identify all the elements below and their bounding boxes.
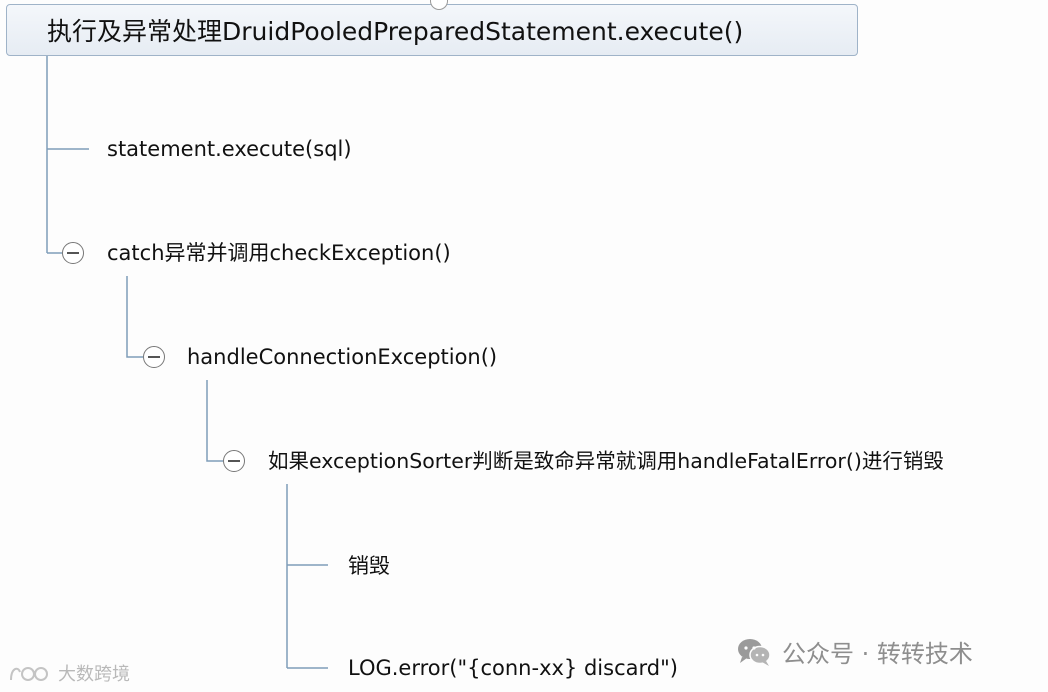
node-fatal-error-check[interactable]: 如果exceptionSorter判断是致命异常就调用handleFatalEr… bbox=[268, 448, 944, 474]
collapse-minus-icon[interactable] bbox=[223, 450, 245, 472]
root-node[interactable]: 执行及异常处理DruidPooledPreparedStatement.exec… bbox=[6, 0, 858, 56]
collapse-minus-icon[interactable] bbox=[143, 346, 165, 368]
node-label: statement.execute(sql) bbox=[107, 137, 352, 161]
node-log-error[interactable]: LOG.error("{conn-xx} discard") bbox=[348, 655, 678, 681]
logo-mark bbox=[10, 667, 48, 681]
node-catch-exception[interactable]: catch异常并调用checkException() bbox=[107, 240, 451, 266]
connector-catch-trunk bbox=[126, 276, 143, 358]
connector-handle-trunk bbox=[206, 380, 223, 462]
root-label: 执行及异常处理DruidPooledPreparedStatement.exec… bbox=[47, 17, 744, 46]
collapse-knob-icon[interactable] bbox=[430, 0, 448, 10]
node-label: 如果exceptionSorter判断是致命异常就调用handleFatalEr… bbox=[268, 449, 944, 473]
node-handle-connection-exception[interactable]: handleConnectionException() bbox=[187, 344, 497, 370]
wechat-icon bbox=[738, 638, 771, 666]
node-destroy[interactable]: 销毁 bbox=[348, 553, 390, 579]
node-label: catch异常并调用checkException() bbox=[107, 241, 451, 265]
watermark-right-text: 公众号 · 转转技术 bbox=[782, 640, 973, 668]
collapse-minus-icon[interactable] bbox=[62, 242, 84, 264]
node-label: 销毁 bbox=[348, 554, 390, 578]
node-label: handleConnectionException() bbox=[187, 345, 498, 369]
watermark-brand: 大数跨境 bbox=[8, 660, 130, 686]
node-statement-execute[interactable]: statement.execute(sql) bbox=[107, 136, 352, 162]
watermark-left-text: 大数跨境 bbox=[58, 664, 130, 685]
watermark-wechat: 公众号 · 转转技术 bbox=[736, 634, 973, 669]
node-label: LOG.error("{conn-xx} discard") bbox=[348, 656, 678, 680]
